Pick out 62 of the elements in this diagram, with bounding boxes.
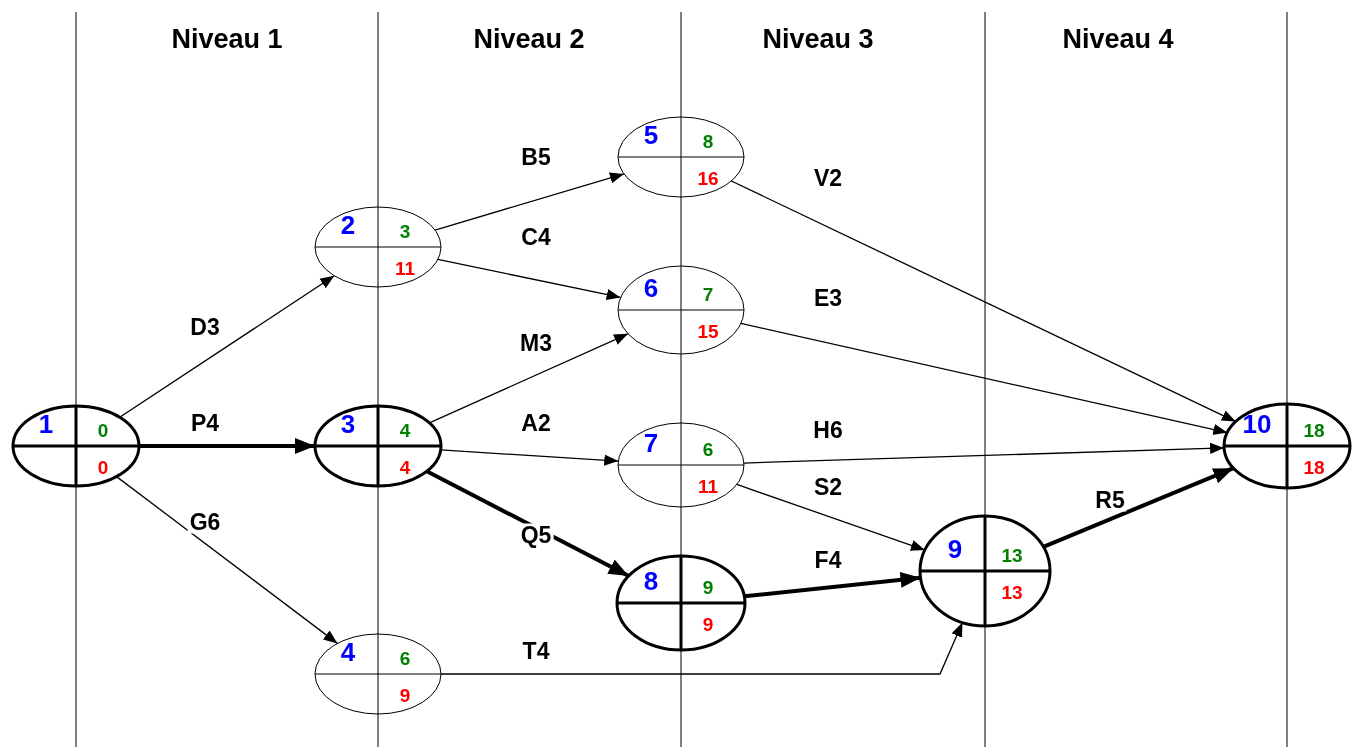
- earliest-date: 6: [399, 648, 411, 668]
- event-number: 5: [643, 122, 659, 148]
- earliest-date: 7: [702, 284, 714, 304]
- arrow: [744, 571, 921, 599]
- latest-date: 13: [1001, 582, 1023, 602]
- arrow: [115, 475, 339, 645]
- event-node: [618, 423, 744, 507]
- earliest-date: 3: [399, 221, 411, 241]
- event-node: [315, 406, 441, 486]
- latest-date: 11: [394, 258, 416, 278]
- arrow: [428, 333, 629, 424]
- latest-date: 15: [697, 321, 719, 341]
- event-node: [315, 634, 441, 714]
- latest-date: 16: [697, 168, 719, 188]
- event-number: 8: [643, 568, 659, 594]
- arrow: [730, 180, 1237, 423]
- event-node: [1224, 404, 1350, 488]
- event-number: 2: [340, 212, 356, 238]
- arrow: [736, 483, 926, 551]
- arrow: [434, 172, 625, 231]
- arrow: [425, 469, 630, 578]
- event-number: 10: [1242, 411, 1272, 437]
- event-number: 4: [340, 639, 356, 665]
- arrow: [440, 621, 964, 675]
- latest-date: 4: [399, 457, 411, 477]
- earliest-date: 6: [702, 439, 714, 459]
- event-number: 9: [947, 536, 963, 562]
- event-node: [617, 556, 745, 650]
- event-number: 3: [340, 411, 356, 437]
- event-node: [618, 266, 744, 354]
- event-node: [920, 516, 1050, 626]
- latest-date: 11: [697, 476, 719, 496]
- arrow: [139, 438, 315, 454]
- column-header: Niveau 4: [1061, 23, 1175, 56]
- earliest-date: 8: [702, 131, 714, 151]
- event-number: 6: [643, 275, 659, 301]
- earliest-date: 13: [1001, 545, 1023, 565]
- arrow: [437, 258, 622, 301]
- earliest-date: 0: [97, 420, 109, 440]
- arrow: [1042, 466, 1235, 549]
- column-header: Niveau 3: [761, 23, 875, 56]
- event-node: [13, 406, 139, 486]
- edge-label: G6: [187, 510, 223, 534]
- latest-date: 9: [399, 685, 411, 705]
- column-header: Niveau 1: [170, 23, 284, 56]
- arrow: [740, 322, 1228, 435]
- arrow: [743, 442, 1225, 464]
- event-node: [618, 117, 744, 197]
- column-header: Niveau 2: [472, 23, 586, 56]
- arrow: [440, 449, 619, 466]
- edge-label: R5: [1093, 488, 1127, 512]
- event-number: 7: [643, 430, 659, 456]
- arrow: [119, 275, 335, 418]
- edge-label: Q5: [518, 523, 554, 547]
- event-number: 1: [38, 411, 54, 437]
- latest-date: 18: [1303, 457, 1325, 477]
- earliest-date: 18: [1303, 420, 1325, 440]
- earliest-date: 4: [399, 420, 411, 440]
- latest-date: 9: [702, 614, 714, 634]
- event-node: [315, 207, 441, 287]
- latest-date: 0: [97, 457, 109, 477]
- earliest-date: 9: [702, 577, 714, 597]
